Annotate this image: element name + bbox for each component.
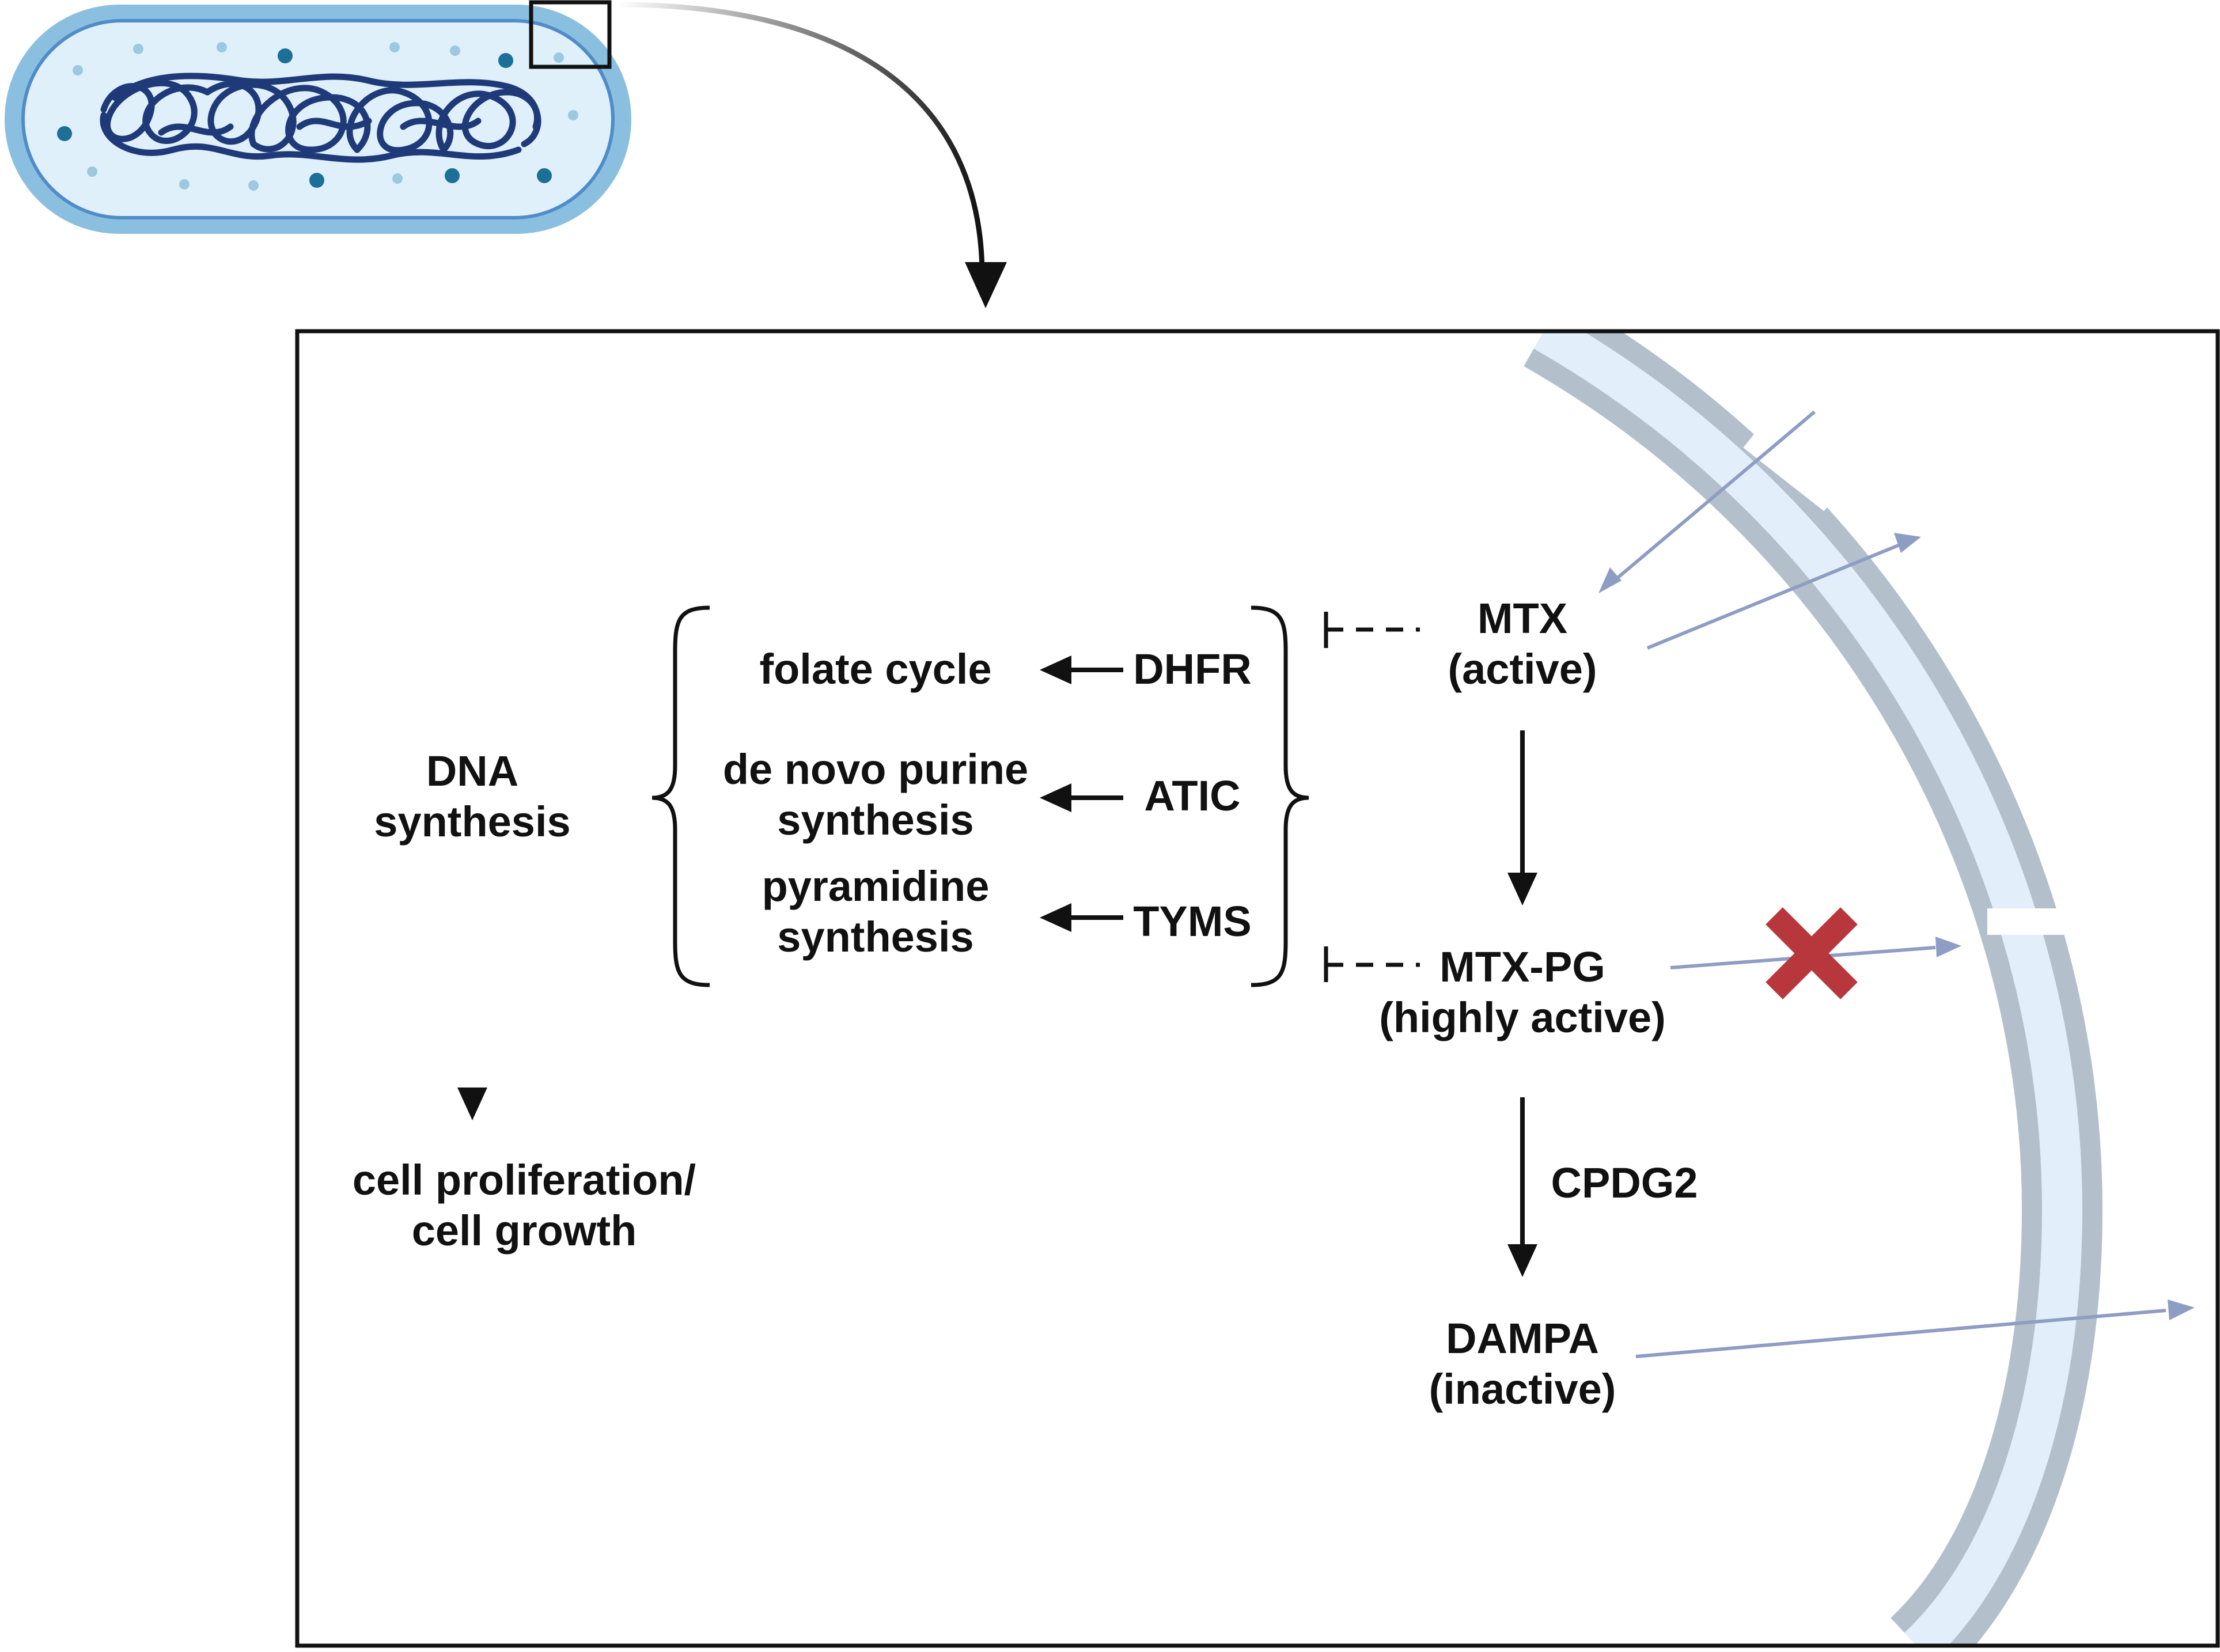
cpdg2-label: CPDG2 [1551,1159,1698,1207]
purine-synthesis-label: de novo purine synthesis [688,744,1063,846]
dampa-state: (inactive) [1429,1365,1616,1413]
right-brace [1251,605,1309,987]
enzyme-arrows [1066,668,1123,920]
mtxpg-efflux-arrowhead [1935,937,1961,957]
cell-proliferation-line2: cell growth [411,1207,637,1255]
zoom-arrow [617,2,985,271]
dna-synthesis-line1: DNA [426,747,519,795]
transport-arrows [1598,410,2195,1358]
zoom-region-box [529,0,612,69]
mtxpg-name: MTX-PG [1439,943,1605,991]
pyrimidine-synthesis-line2: synthesis [777,913,974,961]
dna-to-proliferation-arrowhead [457,1088,487,1120]
bacterium-icon [5,0,631,234]
cell-panel [295,329,2220,1648]
mtx-to-mtxpg-arrowhead [1507,873,1537,905]
dna-coil-icon [100,73,541,163]
cell-proliferation-label: cell proliferation/ cell growth [323,1155,726,1256]
mtx-efflux-arrow [1646,543,1902,650]
ribosome-dots [57,42,578,191]
dna-synthesis-label: DNA synthesis [328,746,616,847]
purine-synthesis-line2: synthesis [777,796,974,844]
mtx-state: (active) [1448,645,1597,693]
atic-arrowhead [1040,783,1071,812]
block-x-icon [1766,907,1858,999]
dampa-label: DAMPA (inactive) [1407,1313,1638,1415]
mtxpg-to-dampa-arrowhead [1507,1244,1537,1277]
dampa-efflux-arrowhead [2168,1299,2195,1320]
pyrimidine-synthesis-label: pyramidine synthesis [703,861,1048,963]
mtx-label: MTX (active) [1407,593,1638,695]
atic-label: ATIC [1144,772,1241,820]
left-brace [651,605,710,987]
zoom-arrowhead [965,262,1007,308]
dampa-efflux-arrow [1635,1309,2166,1358]
dna-synthesis-line2: synthesis [374,798,571,846]
dampa-name: DAMPA [1446,1314,1599,1362]
mtx-name: MTX [1477,594,1568,642]
purine-synthesis-line1: de novo purine [722,745,1029,793]
pyrimidine-synthesis-line1: pyramidine [762,862,990,910]
cell-proliferation-line1: cell proliferation/ [352,1156,696,1204]
pathway-arrows [457,730,1537,1277]
mtx-efflux-arrowhead [1894,533,1921,553]
tyms-arrowhead [1040,903,1071,932]
mtxpg-label: MTX-PG (highly active) [1350,942,1695,1043]
panel-border [295,329,2220,1648]
tyms-label: TYMS [1133,897,1252,945]
folate-cycle-text: folate cycle [759,645,992,693]
mtx-uptake-arrowhead [1598,567,1622,593]
mtxpg-state: (highly active) [1379,994,1666,1041]
dhfr-label: DHFR [1133,645,1252,693]
inhibition-lines [1324,612,1420,982]
folate-cycle-label: folate cycle [703,644,1048,695]
cell-membrane [1524,331,2103,1647]
mtx-uptake-arrow [1612,410,1816,583]
dhfr-arrowhead [1040,656,1071,684]
